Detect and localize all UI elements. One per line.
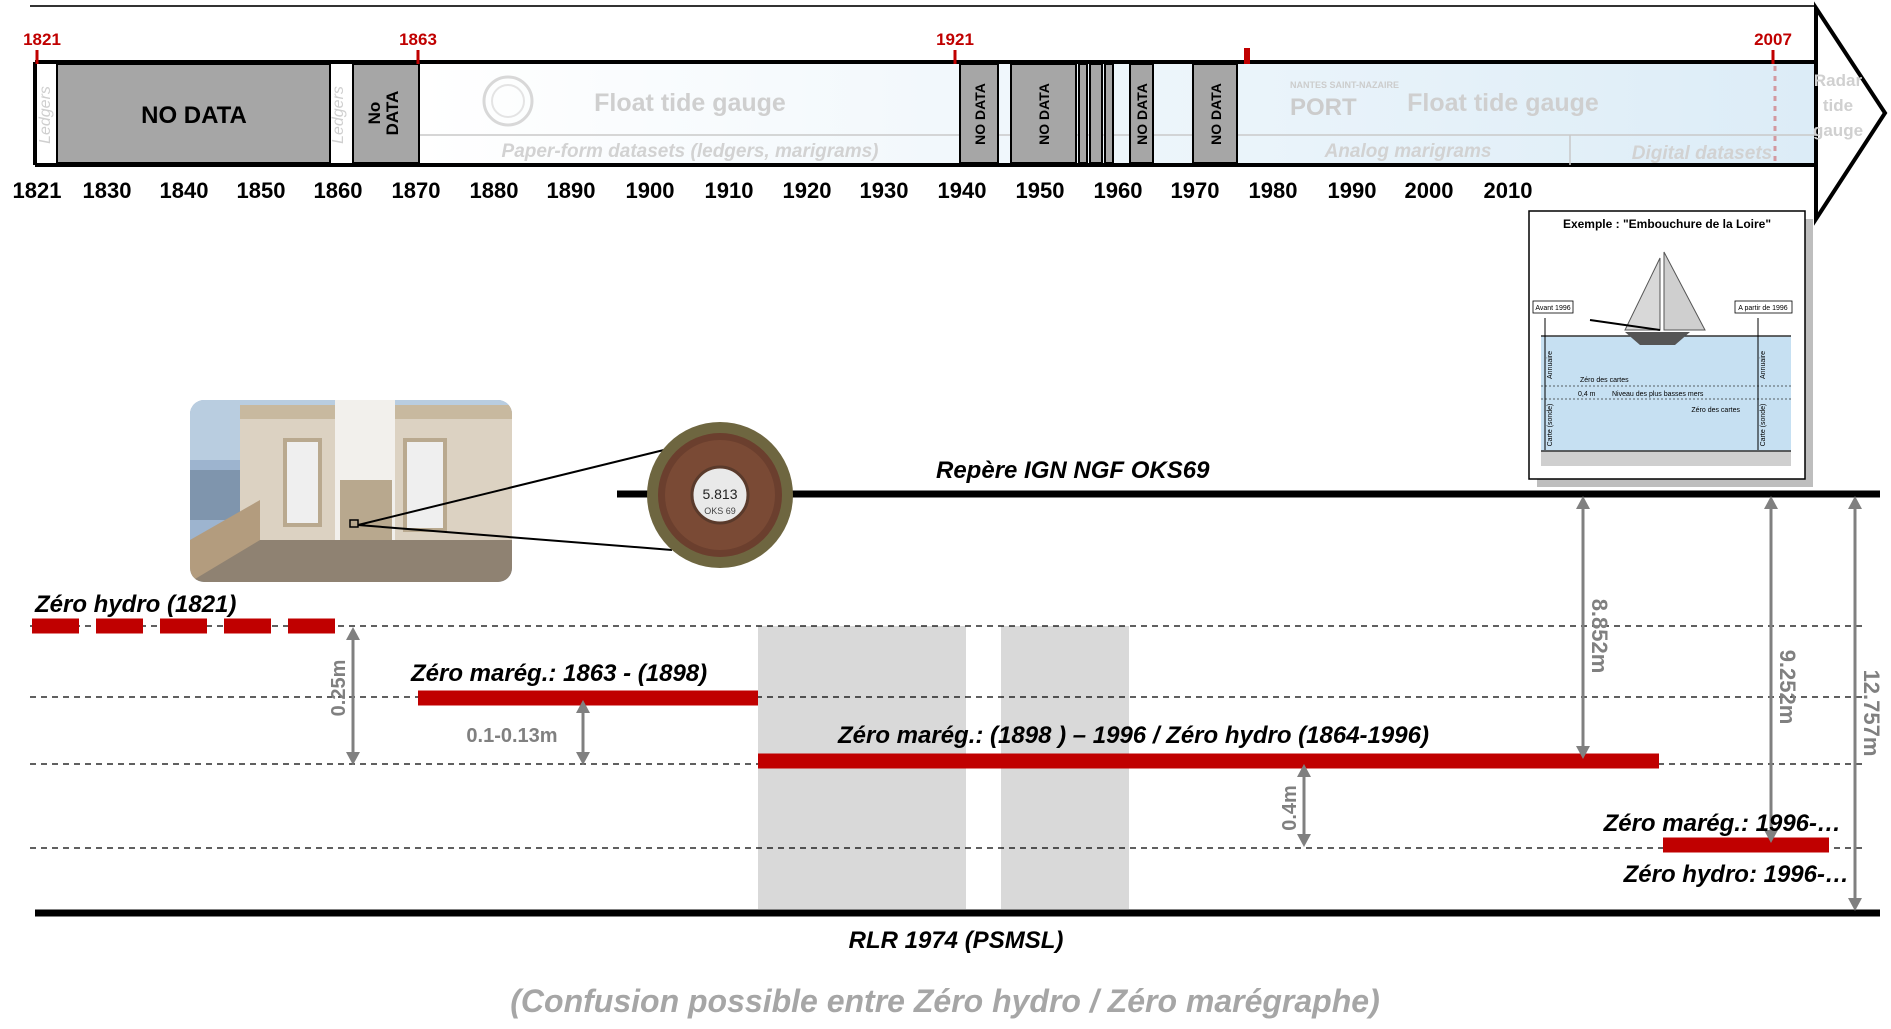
tick-label-1940: 1940: [938, 178, 987, 203]
no-data-small-label-2: DATA: [383, 91, 402, 136]
tick-label-1950: 1950: [1016, 178, 1065, 203]
measure-8852: 8.852m: [1587, 599, 1612, 674]
radar-label-1: Radar: [1814, 71, 1863, 90]
example-apartir: A partir de 1996: [1738, 305, 1788, 312]
tick-label-1870: 1870: [392, 178, 441, 203]
example-carte-left: Carte (sonde): [1547, 404, 1554, 447]
float-tide-gauge-label-2: Float tide gauge: [1407, 89, 1599, 117]
example-avant: Avant 1996: [1535, 305, 1570, 312]
example-inset: Exemple : "Embouchure de la Loire" Avant…: [1529, 211, 1813, 487]
paper-form-label: Paper-form datasets (ledgers, marigrams): [502, 141, 879, 162]
example-zero-cartes-right: Zéro des cartes: [1691, 407, 1740, 414]
example-annuaire-right: Annuaire: [1760, 351, 1767, 379]
tick-label-1900: 1900: [626, 178, 675, 203]
benchmark-disk: 5.813 OKS 69: [647, 422, 793, 568]
tick-label-1850: 1850: [237, 178, 286, 203]
marker-years: 1821 1863 1921 2007: [23, 30, 1792, 64]
tick-label-1821: 1821: [13, 178, 62, 203]
port-logo-small-text: NANTES SAINT-NAZAIRE: [1290, 80, 1399, 90]
ledgers-label-2: Ledgers: [330, 86, 347, 144]
tick-label-1960: 1960: [1094, 178, 1143, 203]
no-data-vertical-1945: NO DATA: [1208, 83, 1224, 145]
example-niveau: Niveau des plus basses mers: [1612, 391, 1704, 398]
tick-label-1860: 1860: [314, 178, 363, 203]
analog-marigrams-label: Analog marigrams: [1324, 141, 1492, 162]
radar-label-2: tide: [1823, 96, 1853, 115]
measure-01: 0.1-0.13m: [466, 725, 557, 747]
rlr-label: RLR 1974 (PSMSL): [849, 927, 1064, 954]
measure-9252: 9.252m: [1775, 650, 1800, 725]
zero-mareg-1996-label: Zéro marég.: 1996-…: [1603, 810, 1841, 837]
zero-hydro-1996-label: Zéro hydro: 1996-…: [1623, 861, 1849, 888]
port-logo-text: PORT: [1290, 94, 1357, 121]
marker-year-2007: 2007: [1754, 30, 1792, 49]
ledgers-label-1: Ledgers: [37, 86, 54, 144]
footer-note: (Confusion possible entre Zéro hydro / Z…: [510, 983, 1379, 1019]
example-zero-cartes: Zéro des cartes: [1580, 377, 1629, 384]
measure-025: 0.25m: [328, 660, 350, 717]
tick-label-1970: 1970: [1171, 178, 1220, 203]
tick-label-2000: 2000: [1405, 178, 1454, 203]
timeline-tick-labels: 1821 1830 1840 1850 1860 1870 1880 1890 1900 1910…: [13, 178, 1533, 203]
tick-label-1910: 1910: [705, 178, 754, 203]
tick-label-1830: 1830: [83, 178, 132, 203]
benchmark-value: 5.813: [702, 486, 737, 502]
tick-label-1890: 1890: [547, 178, 596, 203]
tick-label-1920: 1920: [783, 178, 832, 203]
lighthouse-photo: [190, 400, 512, 582]
no-data-vertical-1921: NO DATA: [972, 83, 988, 145]
no-data-small-label-1: No: [365, 102, 384, 125]
digital-datasets-label: Digital datasets: [1632, 143, 1772, 164]
marker-year-1921: 1921: [936, 30, 974, 49]
tick-label-1990: 1990: [1328, 178, 1377, 203]
no-data-main-label: NO DATA: [141, 102, 247, 129]
ign-label: Repère IGN NGF OKS69: [936, 457, 1210, 484]
tick-label-2010: 2010: [1484, 178, 1533, 203]
example-annuaire-left: Annuaire: [1547, 351, 1554, 379]
zero-hydro-1821-label: Zéro hydro (1821): [34, 591, 236, 618]
marker-year-1863: 1863: [399, 30, 437, 49]
no-data-vertical-1938: NO DATA: [1134, 83, 1150, 145]
example-offset: 0,4 m: [1578, 391, 1596, 398]
zero-mareg-1898-label: Zéro marég.: (1898 ) – 1996 / Zéro hydro…: [837, 722, 1429, 749]
marker-year-1821: 1821: [23, 30, 61, 49]
measure-12757: 12.757m: [1859, 670, 1884, 757]
tick-label-1930: 1930: [860, 178, 909, 203]
example-carte-right: Carte (sonde): [1760, 404, 1767, 447]
no-data-vertical-1926: NO DATA: [1036, 83, 1052, 145]
example-title: Exemple : "Embouchure de la Loire": [1563, 217, 1771, 231]
float-tide-gauge-label-1: Float tide gauge: [594, 89, 786, 117]
tick-label-1880: 1880: [470, 178, 519, 203]
radar-label-3: gauge: [1813, 121, 1863, 140]
zero-mareg-1863-label: Zéro marég.: 1863 - (1898): [410, 660, 707, 687]
tick-label-1840: 1840: [160, 178, 209, 203]
benchmark-code: OKS 69: [704, 506, 736, 516]
tick-label-1980: 1980: [1249, 178, 1298, 203]
measure-04: 0.4m: [1279, 785, 1301, 831]
